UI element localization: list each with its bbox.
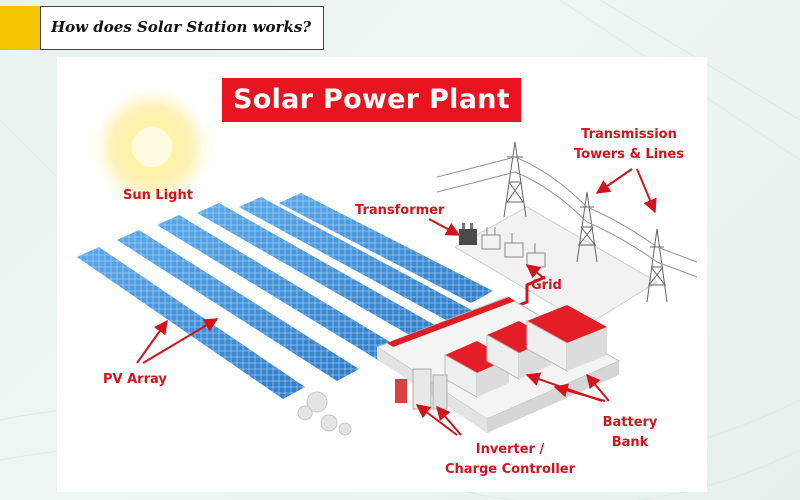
transformer-icon bbox=[459, 223, 477, 245]
page-title: How does Solar Station works? bbox=[51, 18, 312, 36]
header-box: How does Solar Station works? bbox=[40, 6, 324, 50]
pv-panel-row bbox=[117, 230, 359, 381]
arrow-transmission-2 bbox=[636, 168, 657, 214]
trees-decoration bbox=[297, 391, 352, 436]
label-pv-array: PV Array bbox=[103, 372, 167, 387]
battery-building bbox=[375, 296, 621, 433]
pv-panel-row bbox=[157, 215, 405, 363]
battery-rack bbox=[526, 305, 607, 372]
arrow-pv-1 bbox=[136, 319, 168, 364]
arrow-battery-3 bbox=[586, 373, 610, 402]
label-inverter-line1: Inverter / bbox=[475, 442, 545, 457]
inverter-cabinet bbox=[395, 368, 448, 410]
pv-panel-row bbox=[197, 203, 449, 345]
arrow-inverter-2 bbox=[436, 405, 462, 436]
diagram-title-banner: Solar Power Plant bbox=[220, 76, 523, 124]
label-battery-line1: Battery bbox=[602, 415, 658, 430]
tower bbox=[646, 228, 668, 303]
label-transmission-line1: Transmission bbox=[581, 127, 677, 142]
sun-icon bbox=[87, 82, 217, 212]
label-arrows bbox=[136, 168, 657, 436]
diagram-title: Solar Power Plant bbox=[233, 84, 510, 115]
pv-panel-row bbox=[239, 197, 481, 327]
label-transformer: Transformer bbox=[355, 203, 445, 218]
label-battery-line2: Bank bbox=[611, 435, 649, 450]
label-grid: Grid bbox=[531, 278, 562, 293]
pv-array-group bbox=[77, 193, 493, 399]
tower bbox=[503, 141, 527, 218]
arrow-transmission-1 bbox=[595, 168, 633, 194]
arrow-battery-2 bbox=[553, 383, 606, 402]
header-accent-bar bbox=[0, 6, 40, 50]
label-transmission-line2: Towers & Lines bbox=[574, 147, 684, 162]
label-sun-light: Sun Light bbox=[123, 188, 193, 203]
arrow-transformer bbox=[428, 218, 461, 236]
diagram-panel: Solar Power Plant Sun Light Transmission… bbox=[57, 57, 707, 492]
pv-panel-row bbox=[77, 247, 305, 399]
arrow-pv-2 bbox=[142, 318, 219, 364]
pv-panel-row bbox=[279, 193, 493, 303]
arrow-grid bbox=[525, 264, 546, 280]
transmission-towers-icon bbox=[436, 141, 698, 303]
solar-plant-scene bbox=[77, 82, 698, 436]
label-inverter-line2: Charge Controller bbox=[444, 462, 576, 477]
